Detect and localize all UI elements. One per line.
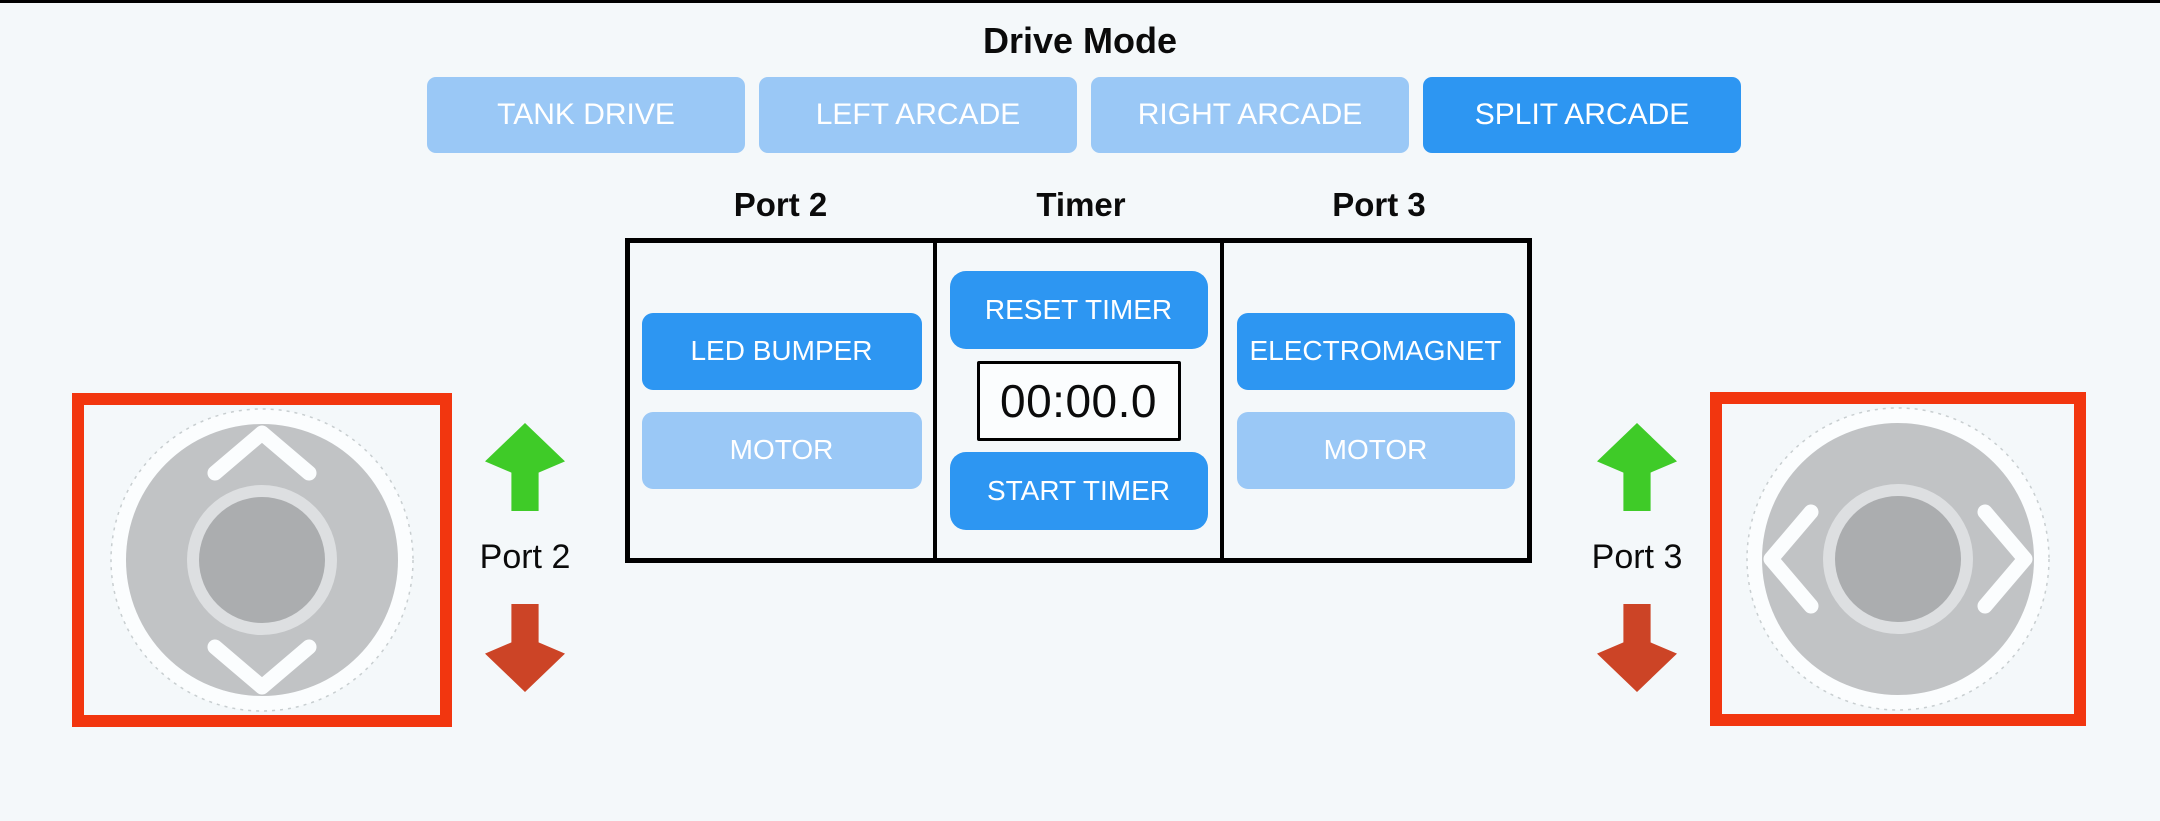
chevron-right-icon [1977,504,2033,614]
chevron-up-icon [207,425,317,481]
joystick-knob[interactable] [199,497,325,623]
drive-mode-title: Drive Mode [982,20,1178,61]
device-panel: LED BUMPER MOTOR RESET TIMER 00:00.0 STA… [625,238,1532,563]
down-direction-red-arrow-icon [1597,604,1677,692]
chevron-down-icon [207,639,317,695]
chevron-left-icon [1763,504,1819,614]
port2-column-header: Port 2 [733,186,828,223]
up-direction-green-arrow-icon [485,423,565,511]
led-bumper-toggle[interactable]: LED BUMPER [641,312,922,390]
right-joystick-zone[interactable] [1710,392,2086,726]
port3-column: ELECTROMAGNET MOTOR [1224,243,1527,558]
right-port-label: Port 3 [1591,538,1683,576]
horizontal-joystick[interactable] [1745,406,2051,712]
timer-column: RESET TIMER 00:00.0 START TIMER [937,243,1224,558]
start-timer-button[interactable]: START TIMER [949,452,1208,530]
tank-drive-button[interactable]: TANK DRIVE [427,77,745,153]
split-arcade-button[interactable]: SPLIT ARCADE [1423,77,1741,153]
up-direction-green-arrow-icon [1597,423,1677,511]
vertical-joystick[interactable] [109,407,415,713]
right-arcade-button[interactable]: RIGHT ARCADE [1091,77,1409,153]
port3-motor-toggle[interactable]: MOTOR [1236,411,1515,489]
left-joystick-zone[interactable] [72,393,452,727]
timer-column-header: Timer [1036,186,1126,223]
left-port-label: Port 2 [479,538,571,576]
electromagnet-toggle[interactable]: ELECTROMAGNET [1236,312,1515,390]
timer-display: 00:00.0 [976,361,1181,441]
reset-timer-button[interactable]: RESET TIMER [949,271,1208,349]
down-direction-red-arrow-icon [485,604,565,692]
window-top-edge [0,0,2160,3]
port3-column-header: Port 3 [1332,186,1426,223]
port2-motor-toggle[interactable]: MOTOR [641,411,922,489]
drive-mode-selector: TANK DRIVE LEFT ARCADE RIGHT ARCADE SPLI… [427,77,1741,153]
joystick-knob[interactable] [1835,496,1961,622]
right-direction-indicators: Port 3 [1592,423,1682,692]
left-arcade-button[interactable]: LEFT ARCADE [759,77,1077,153]
left-direction-indicators: Port 2 [480,423,570,692]
port2-column: LED BUMPER MOTOR [630,243,937,558]
